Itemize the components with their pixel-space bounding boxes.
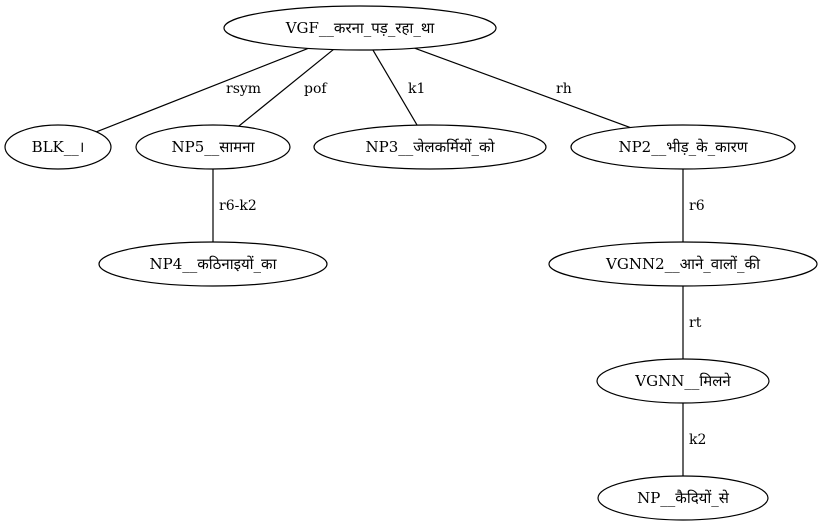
node-ellipse xyxy=(98,241,328,287)
edge-root-np2 xyxy=(414,47,631,129)
node-np2: NP2__भीड़_के_कारण xyxy=(570,124,796,170)
node-ellipse xyxy=(313,124,547,170)
node-np: NP__कैदियों_से xyxy=(597,475,769,521)
edge-label-k1: k1 xyxy=(408,81,425,97)
edge-label-r6: r6 xyxy=(689,198,705,214)
node-np4: NP4__कठिनाइयों_का xyxy=(98,241,328,287)
node-label: NP5__सामना xyxy=(172,138,256,156)
node-np5: NP5__सामना xyxy=(135,124,291,170)
edge-label-rh: rh xyxy=(556,81,572,97)
node-ellipse xyxy=(596,358,770,404)
edge-root-blk xyxy=(96,47,309,133)
node-label: VGNN2__आने_वालों_की xyxy=(605,255,761,273)
node-ellipse xyxy=(4,124,112,170)
node-ellipse xyxy=(548,241,818,287)
edge-root-np5 xyxy=(238,49,334,127)
node-label: BLK__। xyxy=(32,138,85,156)
node-blk: BLK__। xyxy=(4,124,112,170)
node-label: VGNN__मिलने xyxy=(634,372,731,390)
nodes-layer: VGF__करना_पड़_रहा_था BLK__। NP5__सामना NP3_… xyxy=(4,5,818,521)
edge-root-np3 xyxy=(372,49,418,126)
edge-label-rt: rt xyxy=(689,315,702,331)
node-label: NP4__कठिनाइयों_का xyxy=(150,255,278,273)
node-ellipse xyxy=(597,475,769,521)
node-vgnn: VGNN__मिलने xyxy=(596,358,770,404)
node-label: NP2__भीड़_के_कारण xyxy=(618,138,748,156)
node-ellipse xyxy=(223,5,497,51)
node-ellipse xyxy=(570,124,796,170)
edge-label-pof: pof xyxy=(304,81,328,97)
node-np3: NP3__जेलकर्मियों_को xyxy=(313,124,547,170)
node-vgnn2: VGNN2__आने_वालों_की xyxy=(548,241,818,287)
edge-label-k2: k2 xyxy=(689,432,706,448)
edges-layer: rsym pof k1 rh r6-k2 r6 rt k2 xyxy=(96,47,706,476)
node-label: VGF__करना_पड़_रहा_था xyxy=(285,19,436,37)
edge-label-rsym: rsym xyxy=(226,81,261,97)
node-label: NP__कैदियों_से xyxy=(637,489,730,507)
edge-label-r6-k2: r6-k2 xyxy=(219,198,257,214)
node-root: VGF__करना_पड़_रहा_था xyxy=(223,5,497,51)
node-label: NP3__जेलकर्मियों_को xyxy=(366,138,496,156)
node-ellipse xyxy=(135,124,291,170)
